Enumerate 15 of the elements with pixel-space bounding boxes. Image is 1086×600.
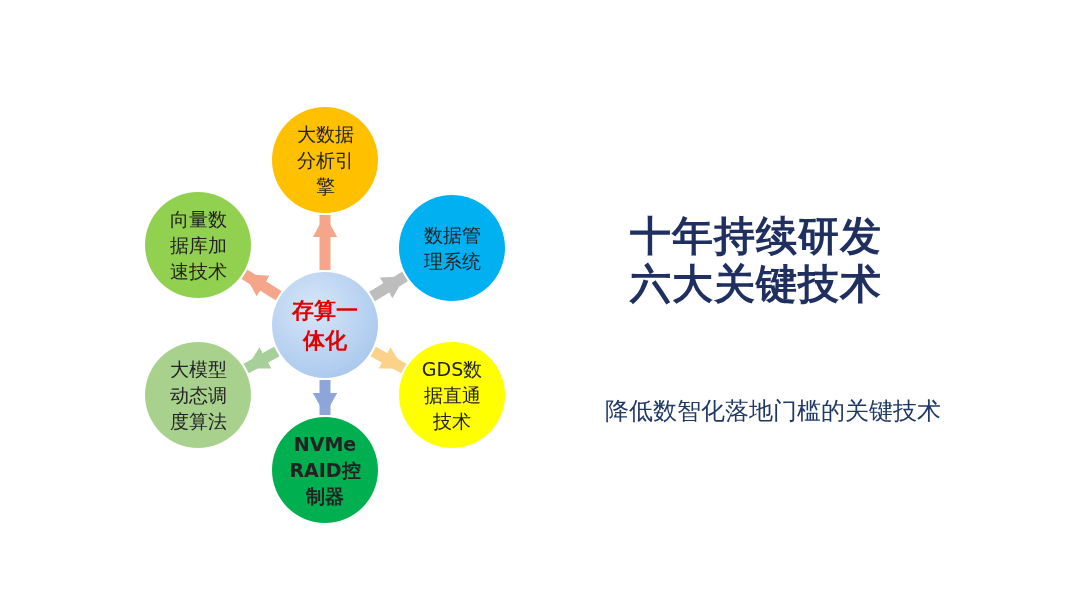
node-label: GDS数据直通技术 [420,357,484,434]
node-label: NVMe RAID控制器 [288,432,362,509]
block-arrow [369,271,408,302]
node-label: 向量数据库加速技术 [168,207,228,284]
subtitle: 降低数智化落地门槛的关键技术 [605,396,941,426]
title: 十年持续研发六大关键技术 [630,212,883,308]
node-label: 数据管理系统 [422,223,482,274]
node-label: 存算一体化 [290,296,359,355]
block-arrow [312,215,338,270]
block-arrow [243,346,280,374]
block-arrow [370,346,407,374]
block-arrow [312,380,338,415]
node-label: 大数据分析引擎 [295,122,355,199]
node-label: 大模型动态调度算法 [168,357,228,434]
block-arrow [241,269,282,301]
